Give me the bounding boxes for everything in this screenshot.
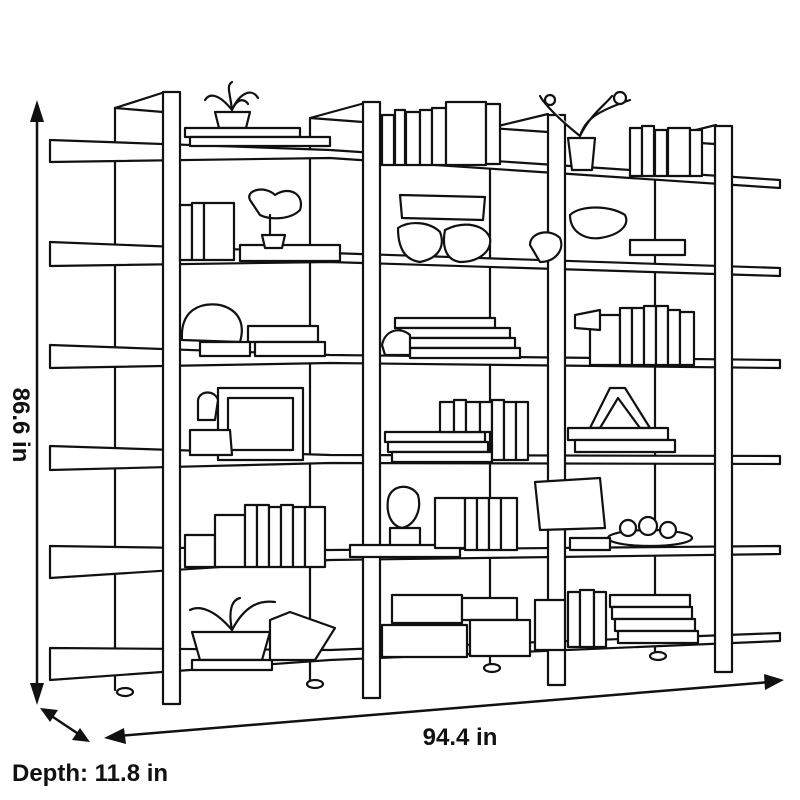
plant-row2-left: [248, 188, 303, 250]
decor-row3-left: [180, 303, 327, 358]
width-dimension-line: [104, 674, 784, 744]
rear-frame: [113, 90, 718, 692]
frame-row5-right: [533, 476, 694, 552]
books-row2-left: [178, 201, 342, 263]
books-row5-left: [183, 503, 327, 569]
books-row3-middle: [380, 316, 522, 360]
plant-row6-left: [188, 596, 277, 672]
depth-dimension-line: [40, 708, 90, 742]
height-label: 86.6 in: [7, 387, 34, 463]
decor-row4-right: [566, 386, 677, 454]
depth-label: Depth: 11.8 in: [12, 760, 169, 787]
books-top-left: [183, 126, 332, 148]
plant-top-left: [203, 80, 260, 130]
plant-top-right: [538, 90, 632, 172]
books-top-middle: [380, 100, 502, 167]
books-row4-middle: [383, 398, 530, 464]
frame-row4-left: [188, 386, 305, 462]
bust-row5-middle: [348, 485, 462, 559]
frame-row2-middle: [396, 193, 492, 264]
books-row6-right: [566, 588, 700, 649]
boxes-row6-middle: [380, 593, 567, 659]
width-label: 94.4 in: [422, 724, 498, 751]
feet: [115, 650, 668, 698]
books-row3-right: [573, 304, 696, 367]
decor-row2-right: [528, 206, 687, 264]
books-row5-middle: [433, 496, 519, 552]
height-dimension-line: [30, 100, 44, 705]
books-row6-left: [268, 610, 337, 662]
books-top-right: [628, 124, 704, 178]
